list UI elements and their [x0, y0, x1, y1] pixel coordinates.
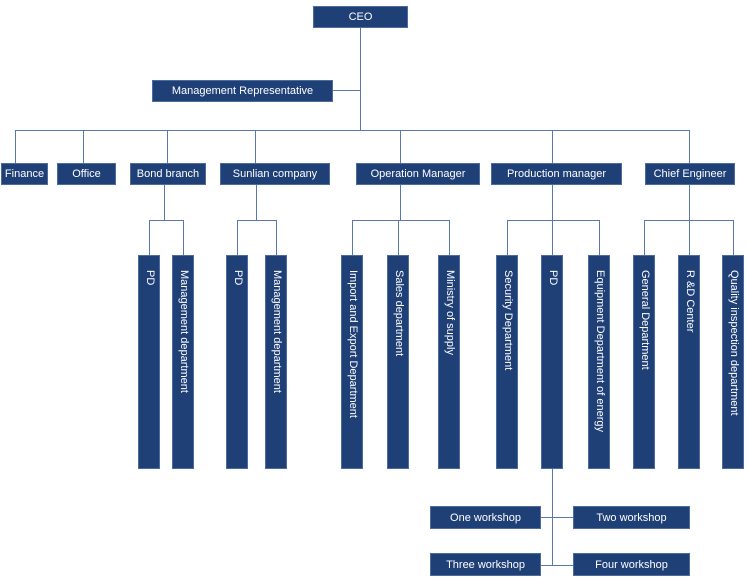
- node-four-workshop: Four workshop: [573, 553, 690, 576]
- node-rd-center: R &D Center: [678, 255, 700, 469]
- connector-line: [333, 90, 360, 91]
- connector-line: [237, 220, 276, 221]
- connector-line: [149, 220, 183, 221]
- connector-line: [644, 220, 645, 255]
- node-bond-management-department: Management department: [172, 255, 194, 469]
- connector-line: [360, 28, 361, 130]
- connector-line: [400, 185, 401, 220]
- connector-line: [552, 220, 553, 255]
- connector-line: [507, 220, 599, 221]
- connector-line: [83, 130, 84, 163]
- connector-line: [449, 220, 450, 255]
- connector-line: [164, 185, 165, 220]
- connector-line: [541, 565, 573, 566]
- node-one-workshop: One workshop: [430, 506, 541, 529]
- node-sunlian-management-department: Management department: [265, 255, 287, 469]
- node-two-workshop: Two workshop: [573, 506, 690, 529]
- node-sunlian-company: Sunlian company: [220, 163, 330, 185]
- connector-line: [599, 220, 600, 255]
- connector-line: [256, 185, 257, 220]
- connector-line: [689, 130, 690, 163]
- connector-line: [276, 220, 277, 255]
- connector-line: [352, 220, 449, 221]
- node-production-pd: PD: [541, 255, 563, 469]
- node-general-department: General Department: [633, 255, 655, 469]
- connector-line: [398, 220, 399, 255]
- connector-line: [644, 220, 733, 221]
- node-sales-department: Sales department: [387, 255, 409, 469]
- node-office: Office: [57, 163, 116, 185]
- connector-line: [15, 130, 689, 131]
- connector-line: [149, 220, 150, 255]
- node-quality-inspection-department: Quality inspection department: [722, 255, 744, 469]
- node-ceo: CEO: [313, 6, 408, 28]
- node-chief-engineer: Chief Engineer: [645, 163, 735, 185]
- connector-line: [255, 130, 256, 163]
- connector-line: [689, 185, 690, 220]
- connector-line: [733, 220, 734, 255]
- connector-line: [689, 220, 690, 255]
- node-bond-pd: PD: [138, 255, 160, 469]
- connector-line: [400, 130, 401, 163]
- node-three-workshop: Three workshop: [430, 553, 541, 576]
- node-bond-branch: Bond branch: [130, 163, 206, 185]
- connector-line: [237, 220, 238, 255]
- node-equipment-department-of-energy: Equipment Department of energy: [588, 255, 610, 469]
- node-management-representative: Management Representative: [152, 80, 333, 102]
- connector-line: [552, 185, 553, 220]
- node-finance: Finance: [1, 163, 48, 185]
- node-security-department: Security Department: [496, 255, 518, 469]
- connector-line: [167, 130, 168, 163]
- node-production-manager: Production manager: [491, 163, 622, 185]
- node-import-export-department: Import and Export Department: [341, 255, 363, 469]
- node-operation-manager: Operation Manager: [356, 163, 480, 185]
- connector-line: [552, 130, 553, 163]
- node-sunlian-pd: PD: [226, 255, 248, 469]
- connector-line: [541, 517, 573, 518]
- connector-line: [352, 220, 353, 255]
- connector-line: [15, 130, 16, 163]
- connector-line: [507, 220, 508, 255]
- node-ministry-of-supply: Ministry of supply: [438, 255, 460, 469]
- connector-line: [183, 220, 184, 255]
